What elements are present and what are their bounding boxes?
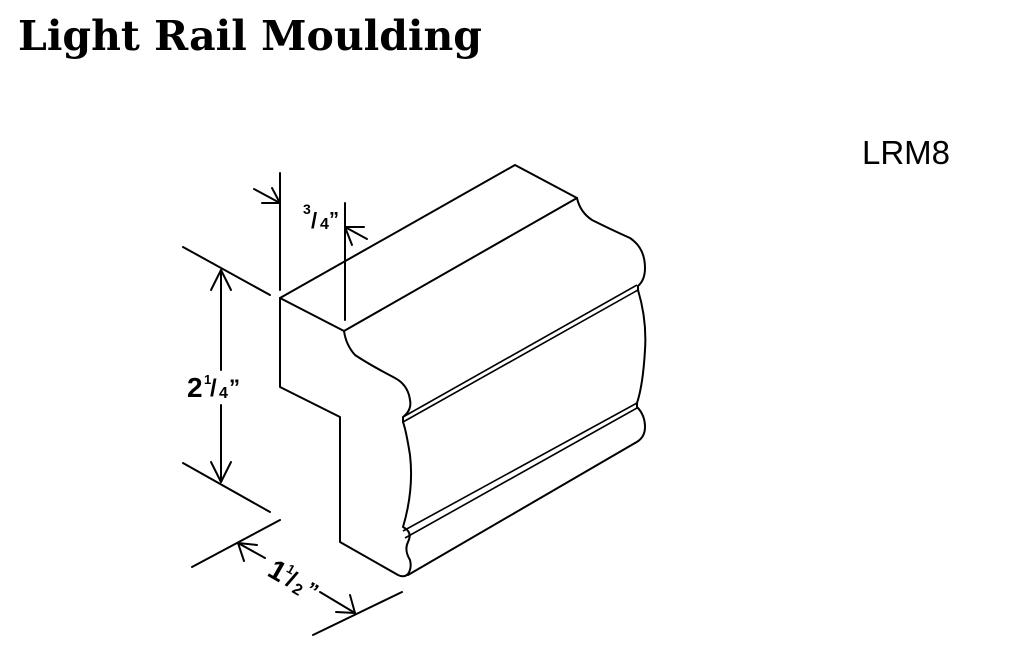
- dim-height-slash: /: [210, 375, 217, 402]
- dimension-top-width: 3 / 4 ”: [253, 172, 368, 321]
- dim-height-den: 4: [219, 385, 228, 402]
- page-title: Light Rail Moulding: [18, 12, 482, 60]
- dim-top-slash: /: [311, 208, 317, 233]
- dim-top-num: 3: [303, 201, 311, 217]
- dimension-height: 2 1 / 4 ”: [182, 246, 271, 513]
- dim-height-unit: ”: [229, 375, 240, 400]
- product-code: LRM8: [862, 134, 951, 171]
- dim-top-den: 4: [320, 216, 329, 233]
- dim-depth-unit: ”: [301, 577, 323, 604]
- dim-height-num: 1: [204, 372, 211, 387]
- moulding-outline: [279, 164, 647, 578]
- dim-top-unit: ”: [329, 209, 339, 231]
- dimension-depth: 1 1 / 2 ”: [191, 519, 403, 636]
- dim-height-whole: 2: [187, 372, 203, 403]
